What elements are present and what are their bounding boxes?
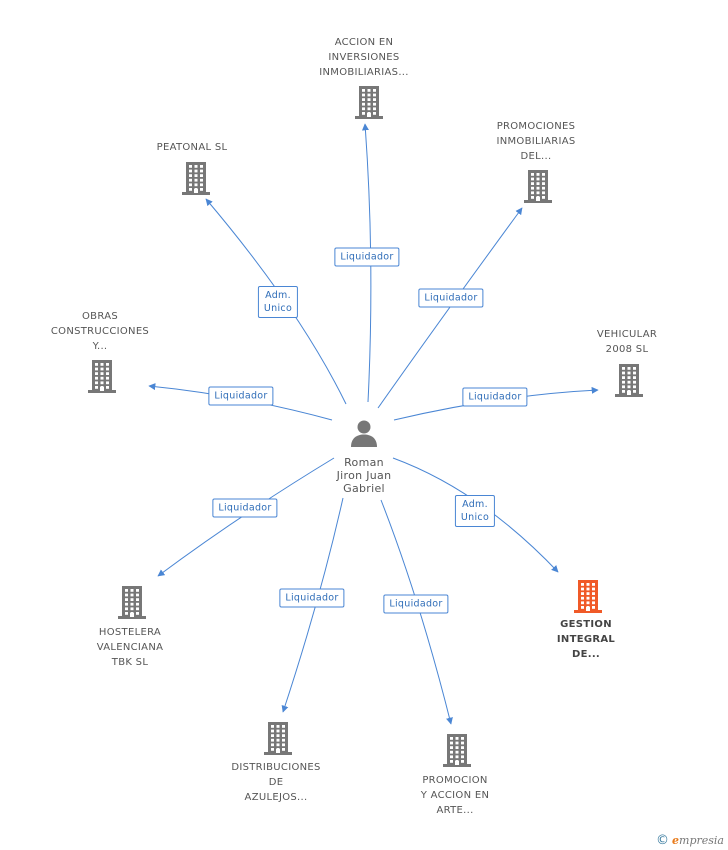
- edge-label-peatonal: Adm.Unico: [257, 286, 299, 318]
- edge-label-obras-construcciones: Liquidador: [208, 386, 274, 406]
- edge-label-hostelera: Liquidador: [212, 498, 278, 518]
- building-icon: [182, 162, 210, 195]
- company-node-vehicular[interactable]: [613, 362, 645, 402]
- edge-promociones-inmobiliarias: [377, 207, 523, 409]
- edge-label-promociones-inmobiliarias: Liquidador: [418, 288, 484, 308]
- company-node-obras-construcciones[interactable]: [86, 358, 118, 398]
- company-node-accion-inversiones[interactable]: [353, 84, 385, 124]
- company-node-promociones-inmobiliarias[interactable]: [522, 168, 554, 208]
- building-icon: [443, 734, 471, 767]
- building-icon: [615, 364, 643, 397]
- building-icon: [524, 170, 552, 203]
- company-node-gestion-integral[interactable]: [572, 578, 604, 618]
- building-icon: [574, 580, 602, 613]
- footer-brand: © empresia: [656, 833, 724, 848]
- company-node-promocion-accion[interactable]: [441, 732, 473, 772]
- company-node-peatonal[interactable]: [180, 160, 212, 200]
- edge-label-gestion-integral: Adm.Unico: [454, 495, 496, 527]
- brand-logo: empresia: [672, 834, 724, 847]
- company-node-distribuciones[interactable]: [262, 720, 294, 760]
- person-node[interactable]: [349, 418, 379, 452]
- company-node-hostelera[interactable]: [116, 584, 148, 624]
- building-icon: [88, 360, 116, 393]
- building-icon: [118, 586, 146, 619]
- building-icon: [264, 722, 292, 755]
- company-label-peatonal[interactable]: PEATONAL SL: [156, 142, 228, 153]
- edge-label-distribuciones: Liquidador: [279, 588, 345, 608]
- copyright-symbol: ©: [656, 833, 670, 848]
- edge-label-vehicular: Liquidador: [462, 387, 528, 407]
- building-icon: [355, 86, 383, 119]
- person-icon: [351, 420, 377, 447]
- edge-label-promocion-accion: Liquidador: [383, 594, 449, 614]
- edge-label-accion-inversiones: Liquidador: [334, 247, 400, 267]
